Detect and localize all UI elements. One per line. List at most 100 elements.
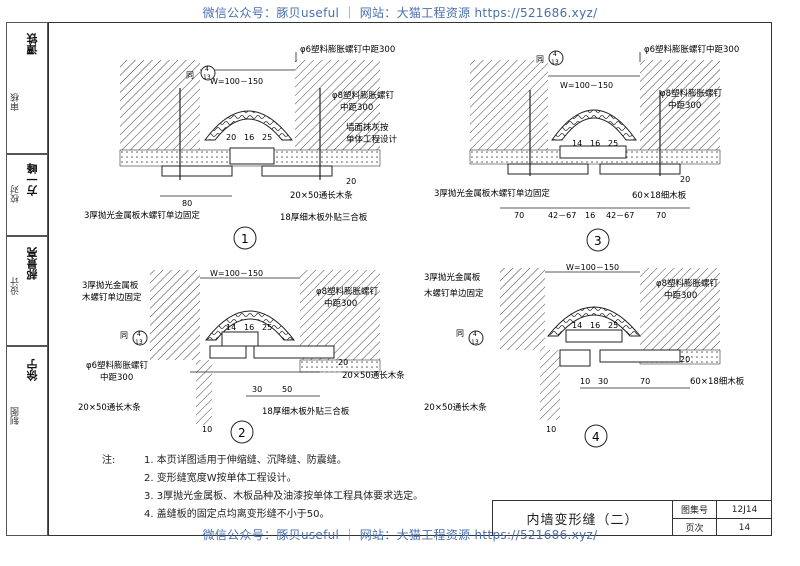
ref-den-4: 13 (471, 339, 479, 346)
ref-den-1: 13 (203, 74, 211, 81)
proofread-cell: 校对 方一峰 (6, 154, 48, 236)
wall-left-3 (470, 60, 548, 150)
strip-label-1: 20×50通长木条 (290, 190, 353, 201)
same-label-3: 同 (536, 55, 544, 64)
ref-num-1: 4 (205, 66, 209, 73)
cover-arc-3 (551, 109, 637, 141)
wall-right-2 (300, 270, 380, 360)
dim-4-e: 30 (598, 377, 608, 386)
nail6b-label-2: 中距300 (100, 372, 133, 383)
dim-4-c: 25 (608, 321, 618, 330)
plate-label-2a: 3厚抛光金属板 (82, 280, 139, 291)
dim-3-h: 70 (656, 211, 666, 220)
drawing-frame (48, 22, 772, 536)
ref-num-4: 4 (473, 331, 477, 338)
notes: 注: 1. 本页详图适用于伸缩缝、沉降缝、防震缝。 2. 变形缝宽度W按单体工程… (102, 452, 424, 524)
strip-label-2b: 20×50通长木条 (78, 402, 141, 413)
nail6a-label-2: φ6塑料膨胀螺钉 (86, 360, 149, 371)
detail-2: W=100－150 14 16 25 30 50 10 20 φ8塑料膨胀螺钉 … (78, 269, 405, 444)
design-cell: 设计 郝景亮 (6, 236, 48, 346)
detail-badge-4 (584, 424, 608, 448)
same-label-2: 同 (120, 331, 128, 340)
detail-badge-2 (230, 420, 254, 444)
detail-number-3: 3 (594, 234, 602, 248)
strip-label-2a: 20×50通长木条 (342, 370, 405, 381)
same-label-4: 同 (456, 329, 464, 338)
ref-num-2: 4 (137, 331, 141, 338)
atlas-label: 图集号 (672, 500, 716, 518)
detail-4: W=100－150 14 16 25 10 30 70 10 20 φ8塑料膨胀… (424, 263, 745, 448)
nail8b-label-4: 中距300 (664, 290, 697, 301)
detail-badge-3 (586, 228, 610, 252)
dim-4-a: 14 (572, 321, 582, 330)
wall-left-4 (500, 268, 545, 350)
dim-3-f: 16 (585, 211, 595, 220)
dim-3-g: 42－67 (606, 211, 634, 220)
dim-1-e: 20 (346, 177, 356, 186)
watermark-bottom: 微信公众号：豚贝useful ｜ 网站：大猫工程资源 https://52168… (202, 528, 598, 542)
page-value: 14 (716, 518, 772, 536)
notes-lead: 注: (102, 455, 116, 466)
dim-1-c: 25 (262, 133, 272, 142)
dim-1-a: 20 (226, 133, 236, 142)
review-cell: 审核 谭铁 (6, 22, 48, 154)
cover-arc-4 (546, 306, 642, 337)
ref-circle-2 (132, 330, 148, 346)
note-4: 4. 盖缝板的固定点均离变形缝不小于50。 (144, 509, 330, 520)
cover-arc-2 (204, 310, 296, 341)
nail8a-label-4: φ8塑料膨胀螺钉 (656, 278, 719, 289)
strip-label-4: 20×50通长木条 (424, 402, 487, 413)
dim-3-e: 42－67 (548, 211, 576, 220)
dim-4-b: 16 (590, 321, 600, 330)
detail-1: W=100－150 20 16 25 80 20 φ6塑料膨胀螺钉中距300 φ… (84, 44, 398, 250)
metal-plate-2 (209, 345, 247, 359)
dim-2-e: 50 (282, 385, 292, 394)
detail-3: W=100－150 14 16 25 70 42－67 16 42－67 70 … (434, 44, 739, 252)
nail8b-label-2: 中距300 (324, 298, 357, 309)
dim-3-c: 25 (608, 139, 618, 148)
dim-2-g: 20 (338, 358, 348, 367)
ref-num-3: 4 (553, 51, 557, 58)
wall-stub-4 (540, 350, 560, 420)
ref-circle-3 (548, 50, 564, 66)
nail8a-label-1: φ8塑料膨胀螺钉 (332, 90, 395, 101)
wall-left-2 (150, 270, 200, 360)
plywood-label-2: 18厚细木板外贴三合板 (262, 406, 350, 417)
nail6-label-3: φ6塑料膨胀螺钉中距300 (644, 44, 739, 55)
wall-stub-2 (196, 360, 212, 425)
nail8a-label-2: φ8塑料膨胀螺钉 (316, 286, 379, 297)
cover-arc-1 (204, 110, 294, 141)
drafting-cell: 制图 徐宁 (6, 346, 48, 536)
width-label-3: W=100－150 (560, 81, 613, 90)
detail-number-1: 1 (241, 232, 249, 246)
ref-circle-4 (468, 330, 484, 346)
ref-den-3: 13 (551, 59, 559, 66)
ref-den-2: 13 (135, 339, 143, 346)
dim-1-b: 16 (244, 133, 254, 142)
note-2: 2. 变形缝宽度W按单体工程设计。 (144, 473, 297, 484)
plate-label-4a: 3厚抛光金属板 (424, 272, 481, 283)
note-1: 1. 本页详图适用于伸缩缝、沉降缝、防震缝。 (144, 455, 347, 466)
detail-number-2: 2 (238, 426, 246, 440)
dim-4-f: 70 (640, 377, 650, 386)
note-3: 3. 3厚抛光金属板、木板品种及油漆按单体工程具体要求选定。 (144, 491, 424, 502)
page-label: 页次 (672, 518, 716, 536)
watermark-top: 微信公众号：豚贝useful ｜ 网站：大猫工程资源 https://52168… (202, 6, 598, 20)
dim-4-d: 10 (580, 377, 590, 386)
metal-plate-4 (559, 349, 591, 367)
dim-2-c: 25 (262, 323, 272, 332)
plaster-label-1a: 墙面抹灰按 (346, 122, 389, 133)
dim-4-g: 10 (546, 425, 556, 434)
dim-2-f: 10 (202, 425, 212, 434)
wood60-label-3: 60×18细木板 (632, 190, 687, 201)
detail-badge-1 (233, 226, 257, 250)
dim-4-h: 20 (680, 355, 690, 364)
seam-cover-3 (559, 145, 627, 159)
plate-label-2b: 木螺钉单边固定 (82, 292, 142, 303)
wood-board-2 (253, 345, 335, 359)
nail8a-label-3: φ8塑料膨胀螺钉 (660, 88, 723, 99)
plywood-label-1: 18厚细木板外贴三合板 (280, 212, 368, 223)
width-label-1: W=100－150 (210, 77, 263, 86)
dim-3-a: 14 (572, 139, 582, 148)
